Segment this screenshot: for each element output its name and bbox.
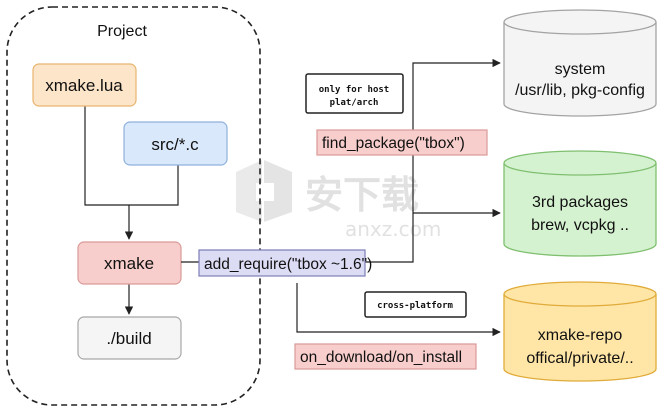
project-title: Project (97, 23, 147, 40)
watermark: 安下载 anxz.com (236, 160, 441, 241)
find-package-label: find_package("tbox") (316, 129, 488, 156)
3rd-packages-cylinder[interactable]: 3rd packages brew, vcpkg .. (503, 150, 657, 257)
xmake-label: xmake (104, 254, 154, 273)
xmake-repo-cylinder[interactable]: xmake-repo offical/private/.. (503, 281, 657, 382)
3rd-packages-line2: brew, vcpkg .. (531, 217, 629, 234)
arrow-to-xmake-repo (296, 283, 501, 337)
xmake-lua-connector (84, 106, 129, 206)
system-line2: /usr/lib, pkg-config (515, 82, 645, 99)
xmake-lua-node[interactable]: xmake.lua (32, 63, 137, 107)
watermark-subtext: anxz.com (345, 217, 441, 241)
xmake-repo-line2: offical/private/.. (526, 350, 633, 367)
src-label: src/*.c (151, 135, 199, 154)
3rd-packages-line1: 3rd packages (532, 194, 628, 211)
xmake-lua-label: xmake.lua (45, 76, 123, 95)
system-cylinder[interactable]: system /usr/lib, pkg-config (503, 9, 657, 117)
watermark-logo-icon (236, 160, 292, 222)
add-require-text: add_require("tbox ~1.6") (204, 256, 372, 273)
cross-platform-text: cross-platform (377, 301, 453, 311)
xmake-node[interactable]: xmake (77, 241, 182, 285)
build-label: ./build (106, 329, 151, 348)
host-only-line1: only for host (319, 85, 389, 95)
arrow-to-system (364, 58, 501, 263)
watermark-text: 安下载 (305, 173, 419, 217)
project-container (6, 6, 261, 406)
src-node[interactable]: src/*.c (123, 121, 228, 166)
find-package-text: find_package("tbox") (322, 135, 465, 152)
on-download-text: on_download/on_install (300, 349, 462, 366)
cross-platform-note: cross-platform (364, 291, 467, 318)
system-line1: system (555, 61, 606, 78)
host-only-line2: plat/arch (330, 98, 379, 108)
build-node[interactable]: ./build (77, 316, 182, 360)
xmake-repo-line1: xmake-repo (538, 327, 623, 344)
on-download-label: on_download/on_install (294, 343, 477, 370)
src-connector (129, 165, 179, 206)
add-require-label: add_require("tbox ~1.6") (198, 249, 372, 277)
host-only-note: only for host plat/arch (305, 73, 404, 114)
